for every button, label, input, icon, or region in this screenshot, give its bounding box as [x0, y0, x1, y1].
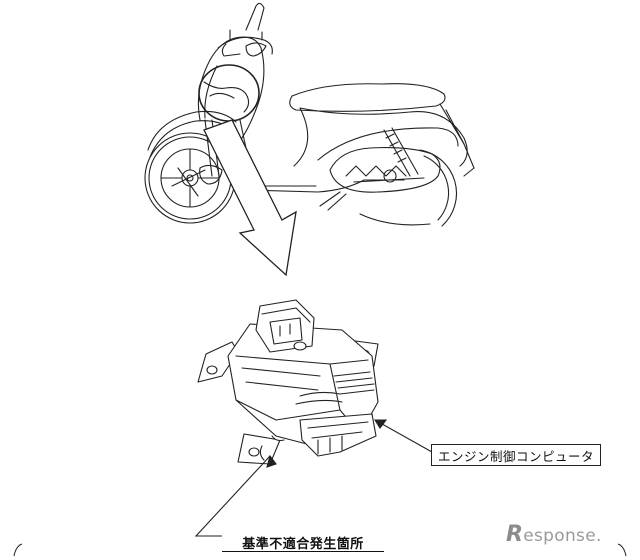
scooter-body: [231, 119, 405, 193]
ecu-callout-label: エンジン制御コンピュータ: [437, 448, 594, 464]
front-cowl: [197, 36, 265, 143]
front-fender: [147, 110, 237, 151]
ecu-callout-box: エンジン制御コンピュータ: [431, 444, 601, 466]
scooter-illustration: [144, 2, 475, 227]
defect-location-label: 基準不適合発生箇所: [242, 537, 364, 552]
response-logo-text: esponse.: [523, 526, 602, 546]
handlebar: [217, 2, 273, 57]
stand: [319, 191, 347, 211]
rear-wheel: [359, 149, 458, 227]
seat: [289, 83, 446, 112]
highlight-circle: [198, 64, 260, 122]
frame-brackets: [13, 543, 627, 557]
defect-leader-line: [194, 455, 271, 537]
zoom-arrow: [203, 119, 297, 277]
engine-unit: [329, 147, 441, 193]
leader-lines: [194, 419, 433, 537]
ecu-illustration: [197, 299, 379, 465]
response-logo-mark: R: [506, 522, 524, 547]
ecu-leader-line: [374, 419, 433, 453]
defect-label-underline: [222, 551, 384, 552]
rear-shock: [383, 127, 419, 177]
rear-body: [293, 107, 468, 167]
response-watermark: Response.: [506, 522, 602, 547]
